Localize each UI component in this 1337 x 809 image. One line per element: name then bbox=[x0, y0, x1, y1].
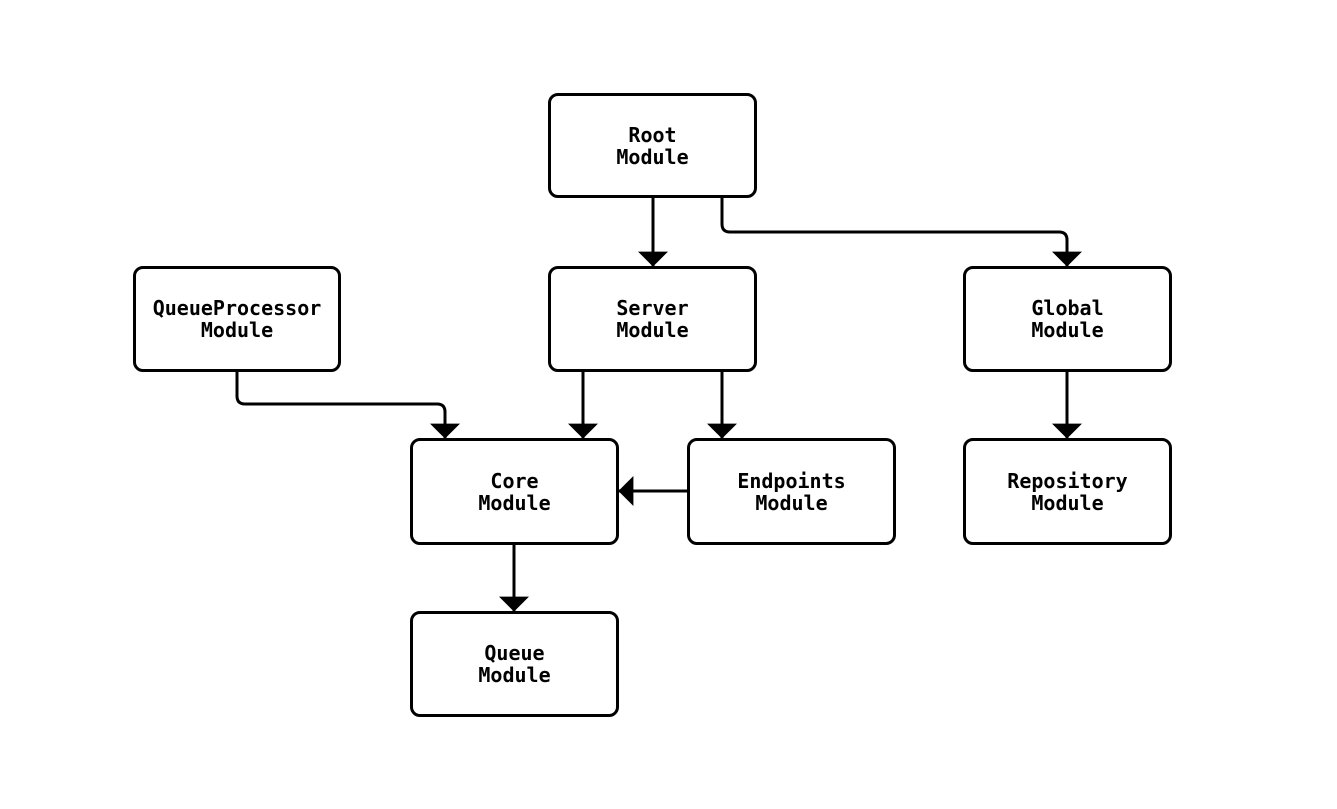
node-queue-label: Queue Module bbox=[478, 641, 551, 687]
edge-root-to-global bbox=[720, 198, 1082, 267]
node-endpoints-label: Endpoints Module bbox=[737, 468, 846, 515]
node-core-label: Core Module bbox=[478, 468, 551, 515]
node-repository: Repository Module bbox=[963, 438, 1172, 545]
node-global-label: Global Module bbox=[1031, 296, 1104, 342]
node-global: Global Module bbox=[963, 266, 1172, 372]
node-queueprocessor: QueueProcessor Module bbox=[133, 266, 341, 372]
node-queue: Queue Module bbox=[410, 611, 619, 717]
node-repository-label: Repository Module bbox=[1007, 468, 1128, 515]
node-server-label: Server Module bbox=[616, 296, 689, 342]
node-queueprocessor-label: QueueProcessor Module bbox=[152, 296, 322, 342]
node-server: Server Module bbox=[548, 266, 757, 372]
edge-queueprocessor-to-core bbox=[235, 372, 460, 439]
node-root: Root Module bbox=[548, 93, 757, 198]
node-core: Core Module bbox=[410, 438, 619, 545]
node-root-label: Root Module bbox=[616, 122, 689, 169]
node-endpoints: Endpoints Module bbox=[687, 438, 896, 545]
